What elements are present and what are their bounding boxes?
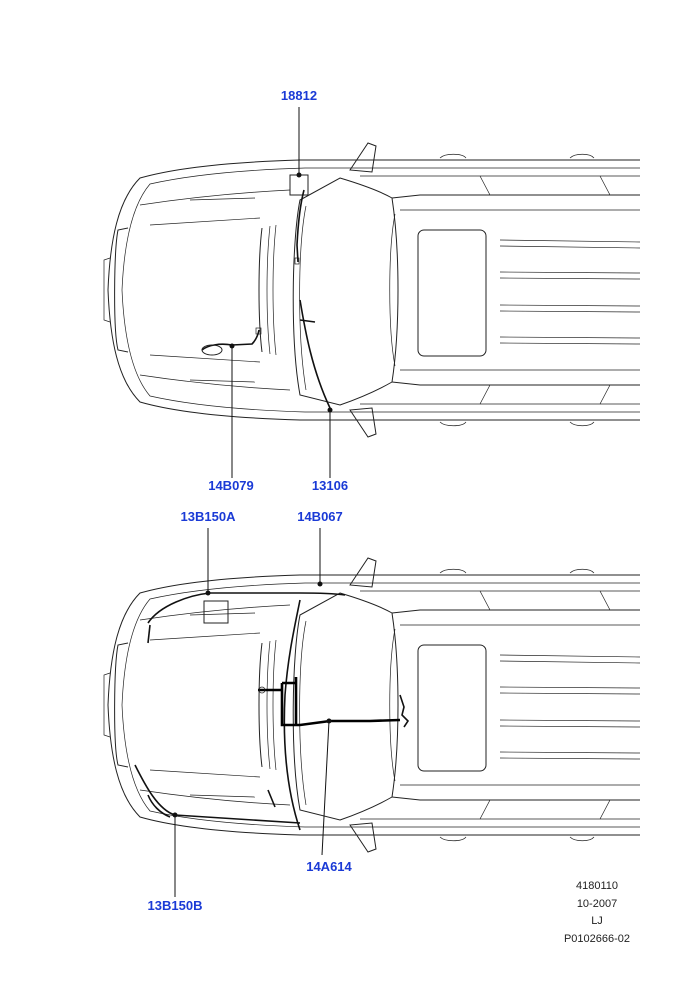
callout-14B079: 14B079 — [208, 478, 254, 493]
reference-initials: LJ — [591, 915, 603, 927]
callout-14A614: 14A614 — [306, 859, 352, 874]
callout-13B150A: 13B150A — [180, 509, 236, 524]
reference-code: P0102666-02 — [563, 933, 631, 945]
reference-date: 10-2007 — [576, 898, 618, 910]
reference-number: 4180110 — [575, 880, 619, 892]
callout-14B067: 14B067 — [297, 509, 343, 524]
callout-18812: 18812 — [280, 88, 318, 103]
top-vehicle-view — [103, 142, 641, 438]
callout-13B150B: 13B150B — [147, 898, 203, 913]
bottom-vehicle-view — [103, 557, 641, 853]
bottom-leader-lines — [172, 528, 332, 897]
top-leader-lines — [229, 107, 333, 478]
callout-13106: 13106 — [311, 478, 349, 493]
